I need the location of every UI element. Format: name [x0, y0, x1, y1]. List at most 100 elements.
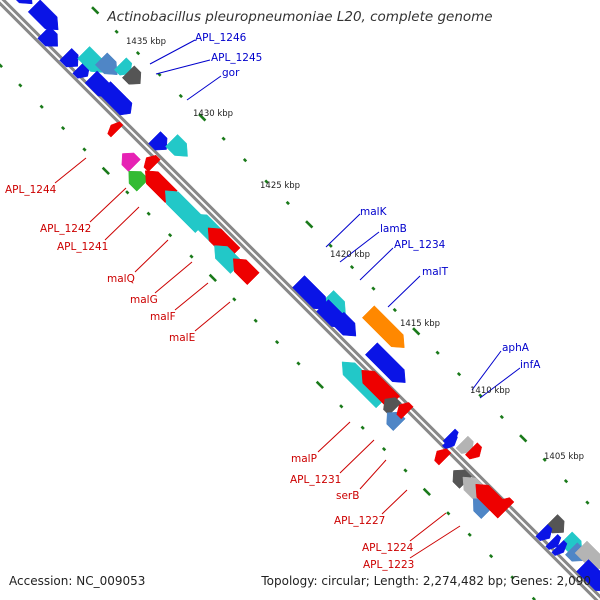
- tick-minor: [296, 361, 301, 366]
- tick-major: [101, 166, 110, 176]
- gene-label: APL_1234: [394, 239, 446, 251]
- tick-major: [91, 6, 100, 15]
- leader-line: [339, 231, 380, 263]
- tick-minor: [178, 93, 183, 99]
- leader-line: [339, 439, 375, 474]
- tick-minor: [381, 447, 387, 452]
- tick-major: [315, 380, 324, 390]
- leader-line: [387, 275, 421, 308]
- gene-features: [15, 0, 600, 592]
- tick-major: [305, 220, 314, 229]
- gene-arrow: [165, 134, 188, 157]
- tick-minor: [114, 29, 119, 34]
- gene-label: malG: [130, 294, 158, 306]
- tick-minor: [253, 318, 258, 323]
- gene-arrow: [292, 275, 327, 310]
- tick-minor: [125, 190, 130, 195]
- gene-arrow: [233, 258, 260, 286]
- gene-label: APL_1242: [40, 223, 91, 235]
- gene-label: 1415 kbp: [400, 319, 440, 329]
- gene-label: infA: [520, 359, 541, 371]
- leader-line: [149, 39, 196, 65]
- tick-minor: [189, 254, 194, 259]
- gene-arrow: [455, 435, 474, 454]
- gene-arrow: [107, 121, 124, 138]
- leader-line: [317, 421, 351, 453]
- tick-minor: [328, 243, 333, 248]
- leader-line: [194, 301, 231, 332]
- gene-label: 1410 kbp: [470, 386, 510, 396]
- gene-label: 1430 kbp: [193, 109, 233, 119]
- tick-minor: [39, 104, 44, 109]
- tick-minor: [392, 307, 397, 313]
- gene-arrow: [576, 559, 600, 592]
- gene-arrow: [143, 154, 161, 173]
- leader-line: [154, 261, 193, 294]
- tick-minor: [274, 340, 280, 345]
- leader-line: [134, 239, 169, 273]
- gene-arrow: [94, 52, 118, 76]
- gene-label: APL_1241: [57, 241, 108, 253]
- gene-arrow: [114, 97, 133, 116]
- gene-label: APL_1245: [211, 52, 262, 64]
- gene-arrow: [545, 533, 562, 550]
- gene-label: malQ: [107, 273, 135, 285]
- tick-minor: [18, 83, 23, 88]
- tick-minor: [585, 500, 590, 505]
- gene-label: malP: [291, 453, 317, 465]
- gene-label: APL_1223: [363, 559, 414, 571]
- gene-label: aphA: [502, 342, 530, 354]
- gene-arrow: [59, 47, 79, 68]
- gene-label: 1405 kbp: [544, 452, 584, 462]
- gene-arrow: [364, 342, 406, 383]
- tick-minor: [563, 479, 569, 484]
- gene-label: serB: [336, 490, 359, 502]
- tick-minor: [232, 297, 237, 302]
- gene-label: APL_1227: [334, 515, 385, 527]
- leader-line: [104, 206, 140, 241]
- gene-label: malK: [360, 206, 388, 218]
- leader-line: [359, 247, 394, 281]
- gene-arrow: [535, 523, 553, 542]
- tick-major: [208, 273, 217, 283]
- genome-summary-text: Topology: circular; Length: 2,274,482 bp…: [261, 574, 591, 588]
- gene-arrow: [464, 442, 483, 460]
- tick-minor: [510, 575, 515, 580]
- tick-minor: [221, 136, 226, 141]
- tick-major: [0, 63, 3, 69]
- label-text: APL_1246APL_1245gormalKlamBAPL_1234malTa…: [5, 32, 584, 571]
- tick-minor: [403, 468, 408, 473]
- tick-minor: [456, 372, 462, 377]
- leader-line: [409, 525, 461, 559]
- tick-minor: [488, 554, 494, 559]
- gene-arrow: [128, 170, 150, 192]
- gene-label: 1435 kbp: [126, 37, 166, 47]
- tick-minor: [371, 286, 376, 291]
- tick-minor: [146, 211, 151, 216]
- tick-minor: [446, 511, 451, 516]
- gene-arrow: [497, 497, 515, 515]
- tick-minor: [435, 350, 440, 355]
- gene-label: 1425 kbp: [260, 181, 300, 191]
- gene-label: lamB: [380, 223, 407, 235]
- leader-line: [186, 75, 222, 101]
- leader-line: [155, 59, 211, 75]
- tick-major: [519, 434, 528, 443]
- tick-major: [412, 327, 421, 336]
- tick-major: [198, 113, 207, 122]
- leader-line: [54, 157, 87, 184]
- tick-minor: [285, 200, 290, 206]
- gene-label: 1420 kbp: [330, 250, 370, 260]
- gene-arrow: [121, 152, 141, 172]
- tick-minor: [467, 532, 472, 537]
- gene-label: APL_1224: [362, 542, 414, 554]
- leader-line: [359, 459, 387, 490]
- tick-minor: [264, 179, 269, 184]
- map-title: Actinobacillus pleuropneumoniae L20, com…: [107, 9, 493, 25]
- tick-minor: [349, 265, 355, 270]
- tick-minor: [478, 393, 483, 398]
- gene-label: malF: [150, 311, 176, 323]
